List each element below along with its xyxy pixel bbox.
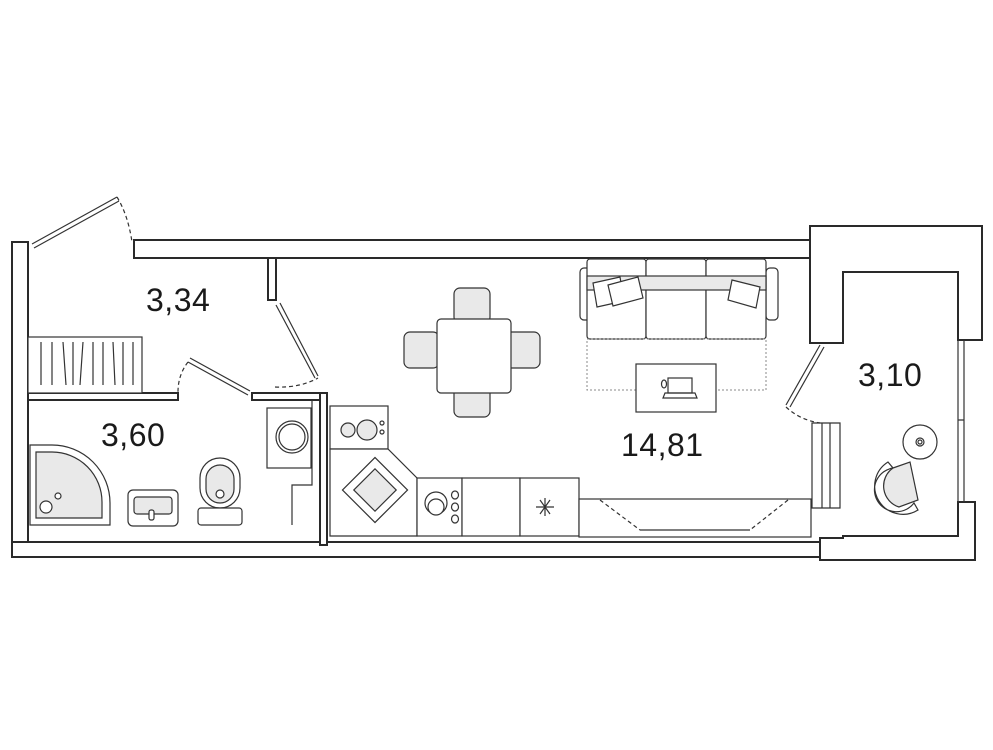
- room-area-balcony: 3,10: [858, 357, 923, 393]
- room-area-hallway: 3,34: [146, 282, 211, 318]
- walls: [11, 225, 983, 561]
- room-area-living-kitchen: 14,81: [621, 427, 704, 463]
- dining-table: [403, 287, 541, 418]
- room-area-bathroom: 3,60: [101, 417, 166, 453]
- doors: [31, 196, 825, 424]
- sofa: [579, 258, 779, 413]
- wardrobe: [27, 336, 143, 394]
- balcony-furniture: [873, 424, 938, 515]
- bathroom-fixtures: [29, 407, 312, 527]
- kitchen: [329, 405, 812, 538]
